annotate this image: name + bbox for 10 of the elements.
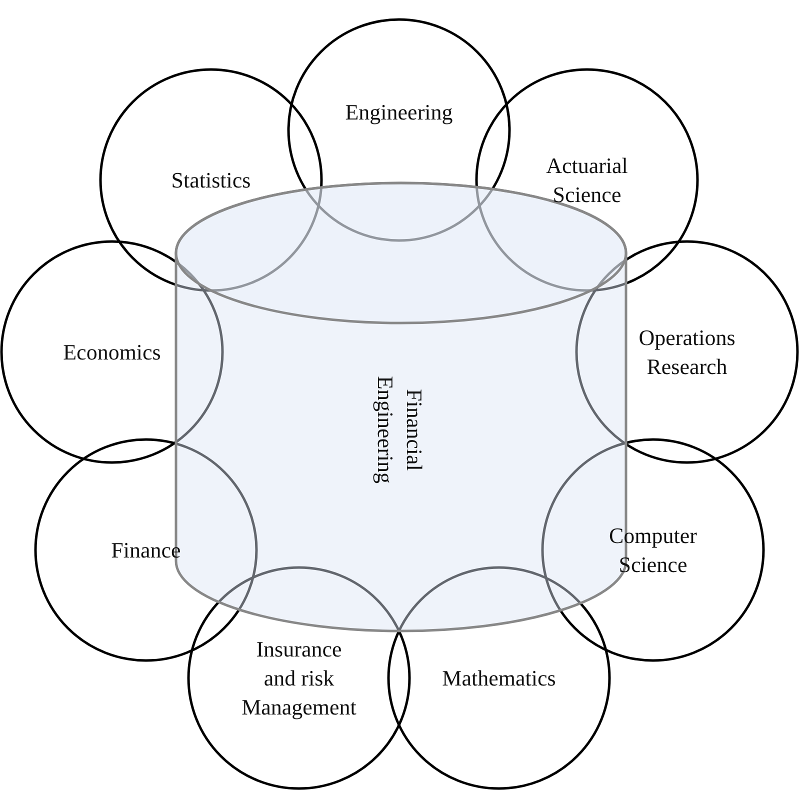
discipline-label: Statistics	[170, 166, 252, 194]
discipline-label: Operations Research	[638, 324, 736, 381]
cylinder-label: Financial Engineering	[372, 375, 428, 486]
discipline-label: Mathematics	[441, 664, 557, 692]
discipline-label: Insurance and risk Management	[240, 636, 358, 722]
discipline-label: Finance	[110, 536, 182, 564]
discipline-label: Computer Science	[608, 522, 698, 579]
discipline-label: Actuarial Science	[545, 152, 629, 209]
discipline-label: Engineering	[344, 98, 454, 126]
discipline-label: Economics	[62, 338, 162, 366]
